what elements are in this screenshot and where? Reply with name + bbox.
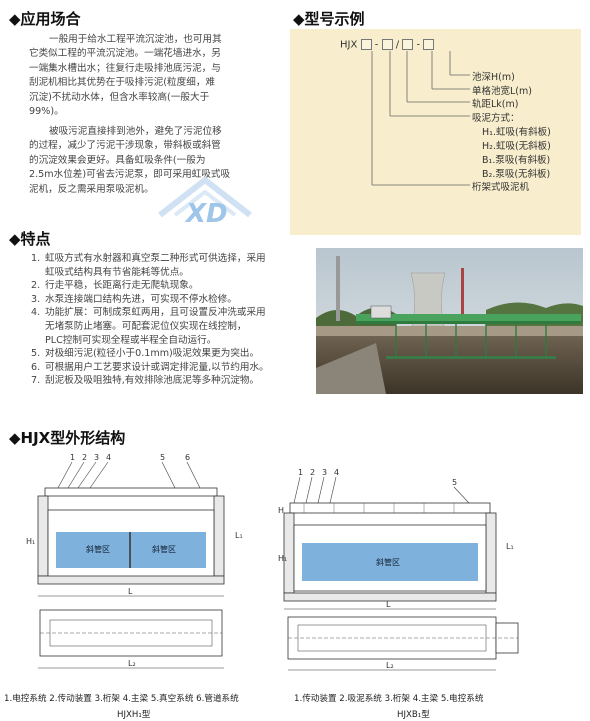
zone-label: 斜管区 bbox=[376, 557, 400, 567]
model-prefix: HJX bbox=[340, 39, 358, 51]
feature-number: 5. bbox=[31, 348, 41, 360]
feature-line: 对极细污泥(粒径小于0.1mm)吸泥效果更为突出。 bbox=[45, 348, 260, 360]
feature-line: PLC控制可实现全程或半程全自动运行。 bbox=[45, 334, 217, 346]
feature-line: 刮泥板及吸咀独特,有效排除池底泥等多种沉淀物。 bbox=[45, 375, 260, 387]
feature-line: 可根据用户工艺要求设计或调定排泥量,以节约用水。 bbox=[45, 361, 269, 373]
drawing-hjxh1: 1 2 3 4 5 6 斜管区 斜管区 H₁ L₁ L L₂ bbox=[26, 453, 243, 669]
callout-2: 2 bbox=[82, 453, 87, 462]
section-title-model: ◆型号示例 bbox=[293, 10, 365, 28]
feature-item: 3. 水泵连接端口结构先进，可实现不停水检修。 bbox=[31, 293, 309, 307]
model-label-width: 单格池宽L(m) bbox=[472, 86, 532, 97]
feature-line: 功能扩展：可制成泵虹两用，且可设置反冲洗或采用 bbox=[45, 307, 266, 319]
model-box-4 bbox=[423, 39, 435, 50]
model-label-h1: H₁.虹吸(有斜板) bbox=[482, 127, 551, 138]
callout-1: 1 bbox=[70, 453, 75, 462]
callout-4: 4 bbox=[106, 453, 111, 462]
dim-l2: L₂ bbox=[128, 659, 136, 668]
feature-number: 7. bbox=[31, 375, 41, 387]
feature-item: 4. 功能扩展：可制成泵虹两用，且可设置反冲洗或采用无堵泵防止堵塞。可配套泥位仪… bbox=[31, 306, 309, 347]
feature-line: 虹吸方式有水射器和真空泵二种形式可供选择，采用 bbox=[45, 253, 266, 264]
app-p1-line: 它类似工程的平流沉淀池。一端花墙进水，另 bbox=[29, 48, 221, 60]
model-label-track: 轨距Lk(m) bbox=[472, 99, 519, 110]
feature-number: 6. bbox=[31, 361, 41, 373]
app-p2-line: 被吸污泥直接排到池外，避免了污泥位移 bbox=[49, 126, 222, 137]
dim-h: H bbox=[278, 506, 284, 515]
feature-line: 虹吸式结构具有节省能耗等优点。 bbox=[45, 266, 189, 278]
drawing-hjxb1: 1 2 3 4 5 斜管区 H H₁ L₁ L L₂ bbox=[278, 468, 519, 671]
model-slash: / bbox=[395, 39, 400, 51]
zone-label: 斜管区 bbox=[86, 544, 110, 554]
section-title-features: ◆特点 bbox=[9, 230, 51, 248]
app-p1-line: 刮泥机相比其优势在于吸排污泥(粒度细，难 bbox=[29, 77, 216, 89]
callout-5: 5 bbox=[160, 453, 165, 462]
dim-h1: H₁ bbox=[278, 554, 287, 563]
watermark-text: XD bbox=[184, 199, 228, 229]
feature-number: 4. bbox=[31, 307, 41, 319]
callout-4: 4 bbox=[334, 468, 339, 477]
caption-left: 1.电控系统 2.传动装置 3.桁架 4.主梁 5.真空系统 6.管道系统 bbox=[4, 694, 239, 704]
model-label-truss: 桁架式吸泥机 bbox=[472, 182, 530, 193]
dim-h1: H₁ bbox=[26, 537, 35, 546]
feature-number: 3. bbox=[31, 293, 41, 305]
model-box-1 bbox=[360, 39, 372, 50]
dim-l: L bbox=[386, 600, 391, 609]
model-label-method: 吸泥方式： bbox=[472, 113, 520, 124]
feature-line: 无堵泵防止堵塞。可配套泥位仪实现在线控制， bbox=[45, 320, 247, 332]
dim-l1: L₁ bbox=[235, 531, 243, 540]
application-paragraph-1: 一般用于给水工程平流沉淀池，也可用其 它类似工程的平流沉淀池。一端花墙进水，另 … bbox=[29, 33, 273, 119]
model-dash: - bbox=[416, 39, 421, 51]
model-label-h2: H₂.虹吸(无斜板) bbox=[482, 141, 551, 152]
feature-line: 行走平稳，长距离行走无爬轨现象。 bbox=[45, 280, 199, 292]
model-box-3 bbox=[402, 39, 414, 50]
title-right: HJXB₁型 bbox=[397, 710, 430, 720]
feature-number: 1. bbox=[31, 253, 41, 264]
watermark-logo: XD bbox=[158, 176, 252, 229]
water-zone bbox=[302, 543, 478, 581]
model-code: HJX - / - bbox=[340, 39, 435, 51]
model-dash: - bbox=[374, 39, 379, 51]
feature-number: 2. bbox=[31, 280, 41, 292]
feature-item: 5. 对极细污泥(粒径小于0.1mm)吸泥效果更为突出。 bbox=[31, 347, 309, 361]
app-p1-line: 一端集水槽出水；往复行走吸排池底污泥，与 bbox=[29, 62, 221, 74]
app-p2-line: 的沉淀效果会更好。具备虹吸条件(一般为 bbox=[29, 154, 206, 166]
app-p2-line: 2.5m水位差)可省去污泥泵，即可采用虹吸式吸 bbox=[29, 169, 231, 181]
app-p1-line: 一般用于给水工程平流沉淀池，也可用其 bbox=[49, 34, 222, 45]
model-example-box: HJX - / - 池深H(m) 单格池宽L(m) 轨距Lk(m) 吸泥方式： … bbox=[290, 29, 581, 235]
dim-l1: L₁ bbox=[506, 542, 514, 551]
model-label-b1: B₁.泵吸(有斜板) bbox=[482, 155, 551, 166]
app-p2-line: 的过程，减少了污泥干涉现象，带斜板或斜管 bbox=[29, 140, 221, 152]
dim-l: L bbox=[128, 587, 133, 596]
callout-3: 3 bbox=[94, 453, 99, 462]
feature-item: 1. 虹吸方式有水射器和真空泵二种形式可供选择，采用虹吸式结构具有节省能耗等优点… bbox=[31, 252, 309, 279]
caption-right: 1.传动装置 2.吸泥系统 3.桁架 4.主梁 5.电控系统 bbox=[294, 694, 484, 704]
application-paragraph-2: 被吸污泥直接排到池外，避免了污泥位移 的过程，减少了污泥干涉现象，带斜板或斜管 … bbox=[29, 125, 273, 197]
feature-item: 6. 可根据用户工艺要求设计或调定排泥量,以节约用水。 bbox=[31, 361, 309, 375]
callout-6: 6 bbox=[185, 453, 190, 462]
callout-5: 5 bbox=[452, 478, 457, 487]
callout-3: 3 bbox=[322, 468, 327, 477]
app-p2-line: 泥机，反之需采用泵吸泥机。 bbox=[29, 183, 154, 195]
callout-2: 2 bbox=[310, 468, 315, 477]
dim-l2: L₂ bbox=[386, 661, 394, 670]
model-box-2 bbox=[381, 39, 393, 50]
feature-item: 7. 刮泥板及吸咀独特,有效排除池底泥等多种沉淀物。 bbox=[31, 374, 309, 388]
features-list: 1. 虹吸方式有水射器和真空泵二种形式可供选择，采用虹吸式结构具有节省能耗等优点… bbox=[31, 252, 309, 388]
water-zone bbox=[56, 532, 206, 568]
model-label-b2: B₂.泵吸(无斜板) bbox=[482, 169, 551, 180]
feature-item: 2. 行走平稳，长距离行走无爬轨现象。 bbox=[31, 279, 309, 293]
app-p1-line: 沉淀)不扰动水体，但含水率较高(一般大于 bbox=[29, 91, 210, 103]
section-title-structure: ◆HJX型外形结构 bbox=[9, 429, 126, 447]
feature-line: 水泵连接端口结构先进，可实现不停水检修。 bbox=[45, 293, 237, 305]
title-left: HJXH₁型 bbox=[117, 710, 151, 720]
section-title-application: ◆应用场合 bbox=[9, 10, 81, 28]
app-p1-line: 99%)。 bbox=[29, 106, 64, 118]
model-label-depth: 池深H(m) bbox=[472, 72, 515, 83]
model-leader-lines bbox=[371, 51, 470, 186]
equipment-photo bbox=[316, 248, 583, 394]
zone-label: 斜管区 bbox=[152, 544, 176, 554]
callout-1: 1 bbox=[298, 468, 303, 477]
